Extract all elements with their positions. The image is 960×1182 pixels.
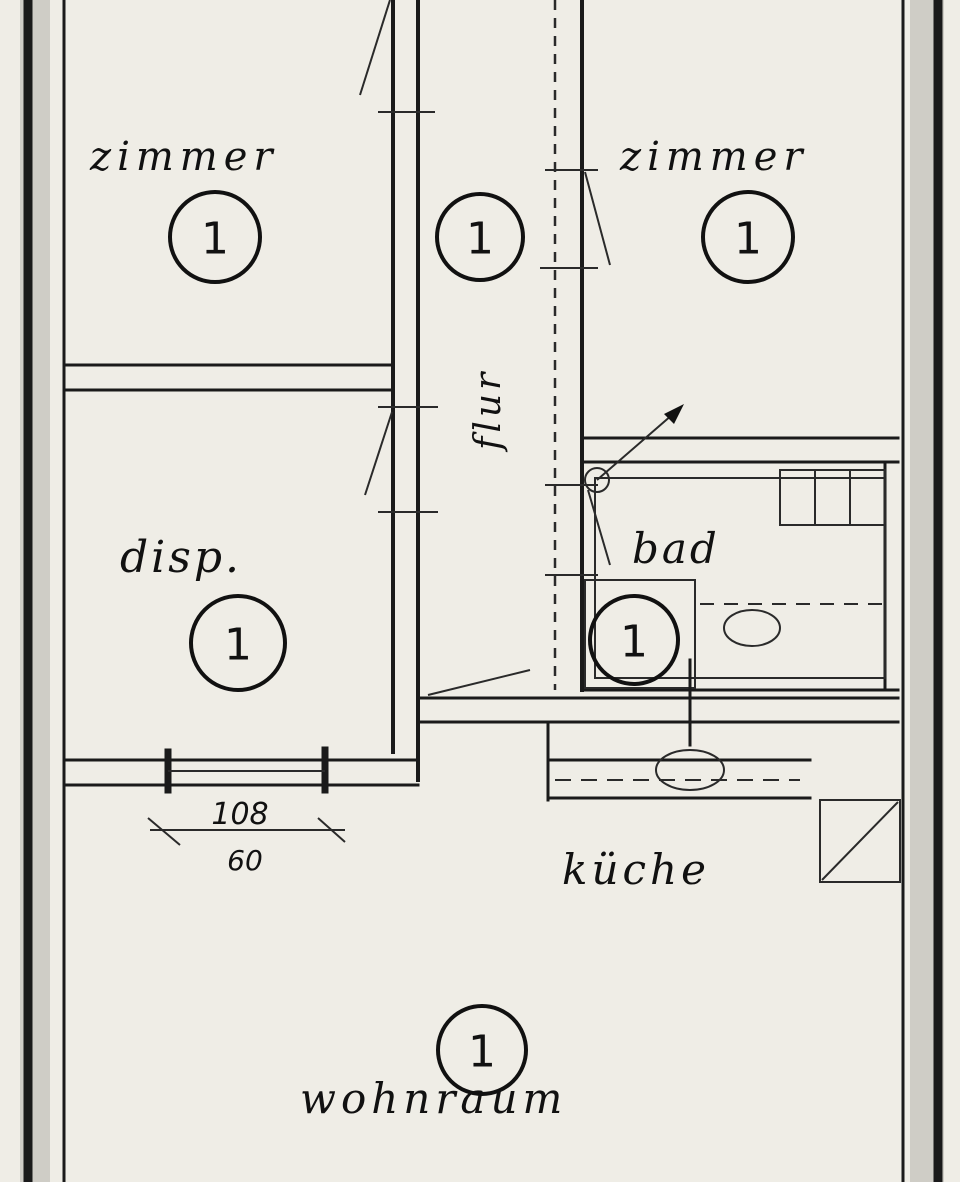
room-marker-wohnraum: 1 <box>436 1004 528 1096</box>
stove-diagonal <box>821 801 899 881</box>
room-label-flur: flur <box>468 369 509 453</box>
door-swing <box>359 0 391 96</box>
room-label-bad: bad <box>632 524 720 573</box>
dimension-top: 108 <box>211 797 268 832</box>
dimension-tick <box>317 817 346 843</box>
room-label-zimmer-left: zimmer <box>89 134 279 180</box>
hallway-walls <box>378 0 598 782</box>
room-number: 1 <box>620 617 648 668</box>
bathtub-outline <box>594 477 886 679</box>
room-number: 1 <box>734 214 762 265</box>
door-swings <box>359 0 684 696</box>
room-number: 1 <box>201 214 229 265</box>
kitchen-walls <box>416 658 901 883</box>
door-swing <box>584 171 611 266</box>
room-labels: zimmer zimmer flur disp. bad küche wohnr… <box>89 134 809 1123</box>
bathroom-walls <box>580 436 900 692</box>
room-label-kueche: küche <box>562 845 710 894</box>
door-swing <box>427 669 531 696</box>
room-number: 1 <box>466 214 494 265</box>
room-number: 1 <box>224 620 252 671</box>
washbasin <box>723 609 781 647</box>
sink <box>655 749 725 791</box>
stove-box <box>819 799 901 883</box>
room-marker-disp: 1 <box>189 594 287 692</box>
room-label-disp: disp. <box>120 532 242 583</box>
left-partitions <box>62 363 420 794</box>
dimension-marker: 108 60 <box>147 797 346 877</box>
door-swing <box>364 411 393 496</box>
room-label-zimmer-right: zimmer <box>619 134 809 180</box>
shelf-box <box>779 469 886 526</box>
room-marker-bad: 1 <box>588 594 680 686</box>
room-label-wohnraum: wohnraum <box>300 1074 567 1123</box>
room-marker-zimmer-right: 1 <box>701 190 795 284</box>
dimension-tick <box>147 817 181 846</box>
door-swing <box>587 489 611 566</box>
outer-walls <box>20 0 944 1182</box>
room-number: 1 <box>468 1027 496 1078</box>
room-marker-flur: 1 <box>435 192 525 282</box>
vent-arrow <box>596 407 681 481</box>
vent-arrowhead <box>664 404 684 424</box>
dimension-bottom: 60 <box>227 844 263 877</box>
vent-circle <box>584 467 610 493</box>
room-markers: 1 1 1 1 1 1 <box>168 190 795 1096</box>
room-marker-zimmer-left: 1 <box>168 190 262 284</box>
shower-box <box>584 579 696 689</box>
